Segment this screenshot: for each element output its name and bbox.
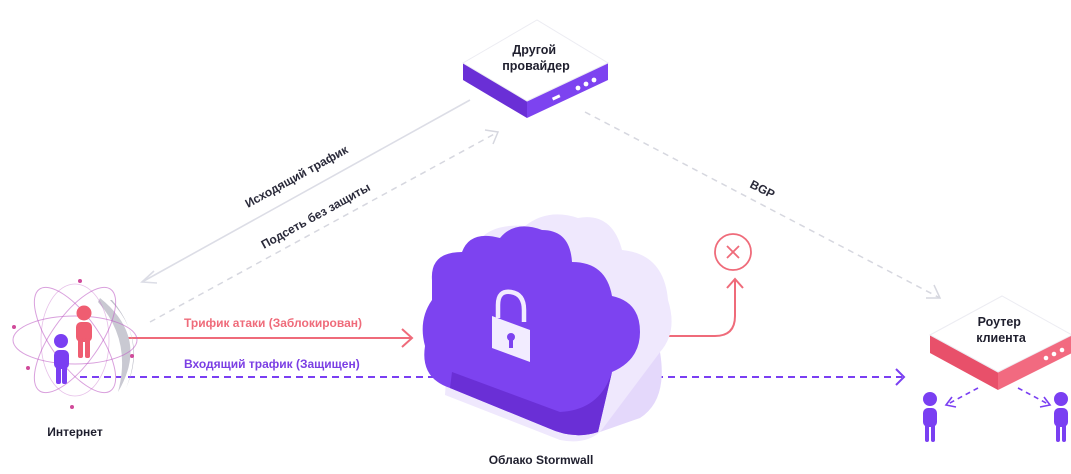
stormwall-cloud-icon xyxy=(422,214,672,442)
attack-traffic-label: Трифик атаки (Заблокирован) xyxy=(184,316,362,330)
incoming-traffic-arrowhead-end xyxy=(895,368,906,386)
subnet-arrowhead xyxy=(484,129,500,145)
outgoing-traffic-arrowhead xyxy=(140,270,158,284)
client-person-left-icon xyxy=(923,392,937,442)
internet-globe-icon xyxy=(12,279,138,409)
outgoing-traffic-line xyxy=(141,99,471,283)
attack-traffic-arrowhead xyxy=(401,328,414,348)
incoming-traffic-label: Входящий трафик (Защищен) xyxy=(184,357,360,371)
internet-label: Интернет xyxy=(47,425,103,439)
bgp-line xyxy=(584,111,941,299)
other-provider-server: Другой провайдер xyxy=(462,19,610,118)
bgp-arrowhead xyxy=(926,284,942,299)
cloud-label: Облако Stormwall xyxy=(489,453,594,467)
router-client-right-line xyxy=(1017,387,1049,405)
client-router-label: Роутер клиента xyxy=(976,315,1027,345)
attacker-person-icon xyxy=(76,305,92,358)
user-person-icon xyxy=(54,334,69,384)
bgp-label: BGP xyxy=(748,177,778,201)
client-router-server: Роутер клиента xyxy=(928,295,1071,390)
blocked-traffic-line xyxy=(645,280,736,337)
blocked-icon xyxy=(714,233,752,271)
subnet-line xyxy=(149,131,499,323)
client-person-right-icon xyxy=(1054,392,1068,442)
other-provider-label: Другой провайдер xyxy=(502,43,570,73)
blocked-traffic-arrowhead xyxy=(726,277,744,289)
router-client-left-line xyxy=(947,387,979,405)
router-client-left-arrowhead xyxy=(944,396,957,408)
router-client-right-arrowhead xyxy=(1039,396,1052,408)
